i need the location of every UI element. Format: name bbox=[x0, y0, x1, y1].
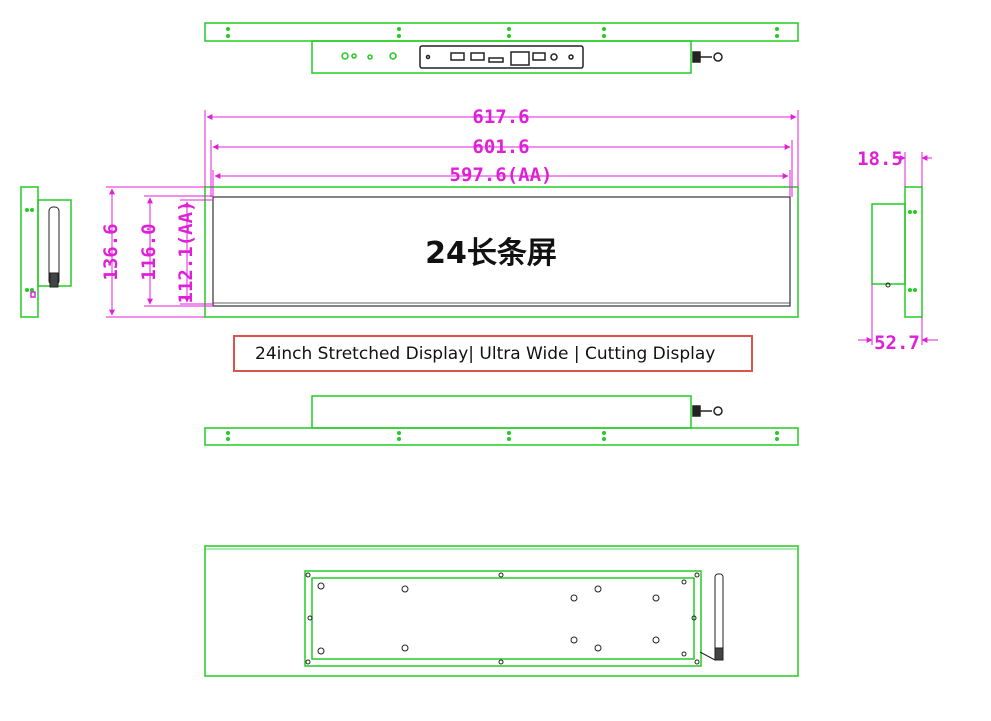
caption-box: 24inch Stretched Display| Ultra Wide | C… bbox=[233, 335, 753, 372]
dim-bezel-height: 116.0 bbox=[138, 223, 160, 280]
led-indicator bbox=[341, 52, 349, 60]
rear-mounting-plate bbox=[304, 570, 702, 667]
io-panel bbox=[419, 45, 584, 69]
height-dimensions bbox=[106, 186, 213, 318]
led-indicator bbox=[389, 52, 397, 60]
side-dimensions bbox=[858, 152, 938, 345]
bottom-view bbox=[204, 395, 799, 446]
dim-side-depth-bottom: 52.7 bbox=[874, 332, 920, 354]
front-bezel bbox=[204, 186, 799, 318]
right-side-view bbox=[871, 186, 923, 318]
io-ports bbox=[425, 51, 574, 66]
led-indicator bbox=[351, 53, 357, 59]
led-indicator bbox=[367, 54, 373, 60]
top-view bbox=[204, 22, 799, 74]
top-view-frame bbox=[204, 22, 799, 42]
antenna-icon bbox=[48, 206, 60, 288]
rear-view bbox=[204, 545, 799, 677]
product-label: 24长条屏 bbox=[425, 236, 557, 271]
active-area bbox=[212, 196, 791, 307]
dim-active-width: 597.6(AA) bbox=[450, 164, 553, 186]
top-view-screw-holes bbox=[226, 27, 779, 38]
antenna-connector-bottom bbox=[692, 405, 723, 417]
dim-overall-width: 617.6 bbox=[472, 106, 529, 128]
front-view bbox=[204, 186, 799, 318]
dim-overall-height: 136.6 bbox=[100, 223, 122, 280]
rear-mounting-holes bbox=[305, 572, 700, 665]
top-view-control-box bbox=[311, 40, 692, 74]
antenna-icon bbox=[699, 573, 724, 661]
antenna-connector-top bbox=[692, 51, 723, 63]
width-dimensions bbox=[204, 110, 799, 197]
dim-bezel-width: 601.6 bbox=[472, 136, 529, 158]
left-side-view bbox=[20, 186, 72, 318]
dim-side-depth-top: 18.5 bbox=[857, 148, 903, 170]
caption-text: 24inch Stretched Display| Ultra Wide | C… bbox=[255, 343, 716, 364]
dim-active-height: 112.1(AA) bbox=[175, 201, 197, 304]
